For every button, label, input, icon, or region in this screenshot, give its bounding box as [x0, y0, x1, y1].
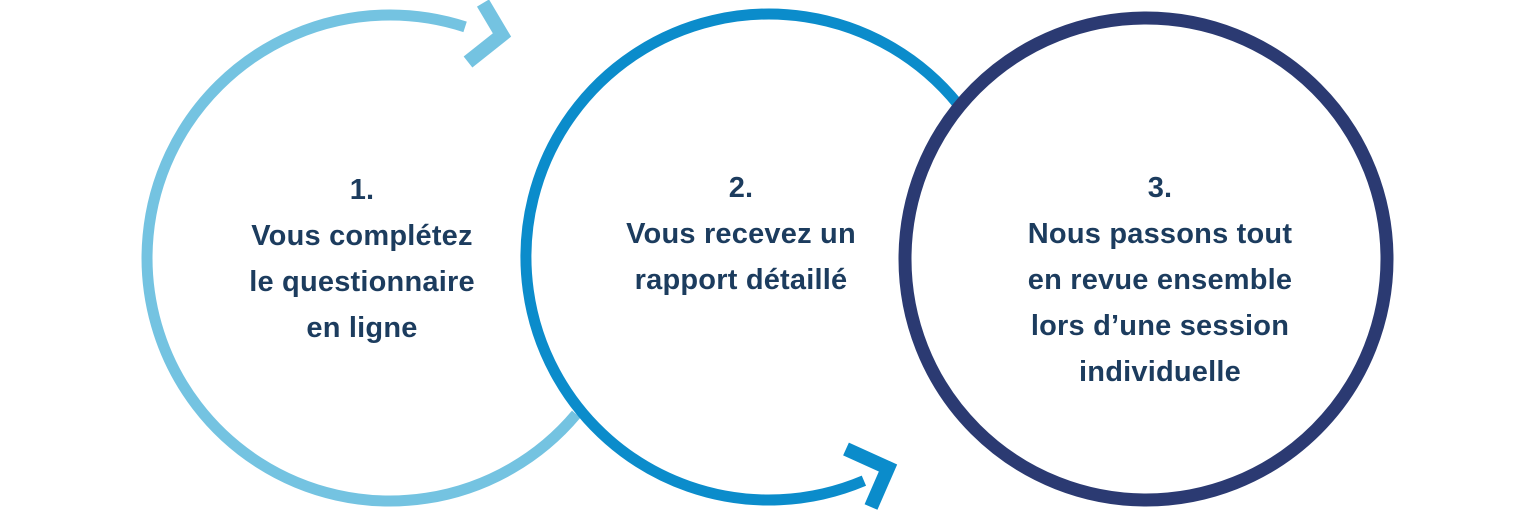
step2-text-block: 2. Vous recevez un rapport détaillé [571, 165, 911, 303]
step2-line: Vous recevez un [626, 218, 856, 250]
step3-line: Nous passons tout [1027, 218, 1293, 250]
step1-number: 1. [349, 174, 375, 206]
step2-circle-arc [520, 8, 963, 506]
step1-arrow-head-icon [463, 0, 512, 68]
step1-text-block: 1. Vous complétez le questionnaire en li… [192, 167, 532, 351]
step3-text-block: 3. Nous passons tout en revue ensemble l… [990, 165, 1330, 395]
step1-circle-arc [141, 9, 581, 507]
step2-arrow-head-icon [843, 442, 898, 510]
step1-line: le questionnaire [249, 266, 475, 298]
step2-number: 2. [728, 172, 754, 204]
step3-circle [898, 11, 1394, 507]
step1-line: Vous complétez [251, 220, 473, 252]
step3-line: individuelle [1079, 356, 1241, 388]
step3-line: lors d’une session [1030, 310, 1290, 342]
step3-number: 3. [1147, 172, 1173, 204]
step2-line: rapport détaillé [634, 264, 848, 296]
step1-line: en ligne [306, 312, 418, 344]
step3-line: en revue ensemble [1027, 264, 1293, 296]
